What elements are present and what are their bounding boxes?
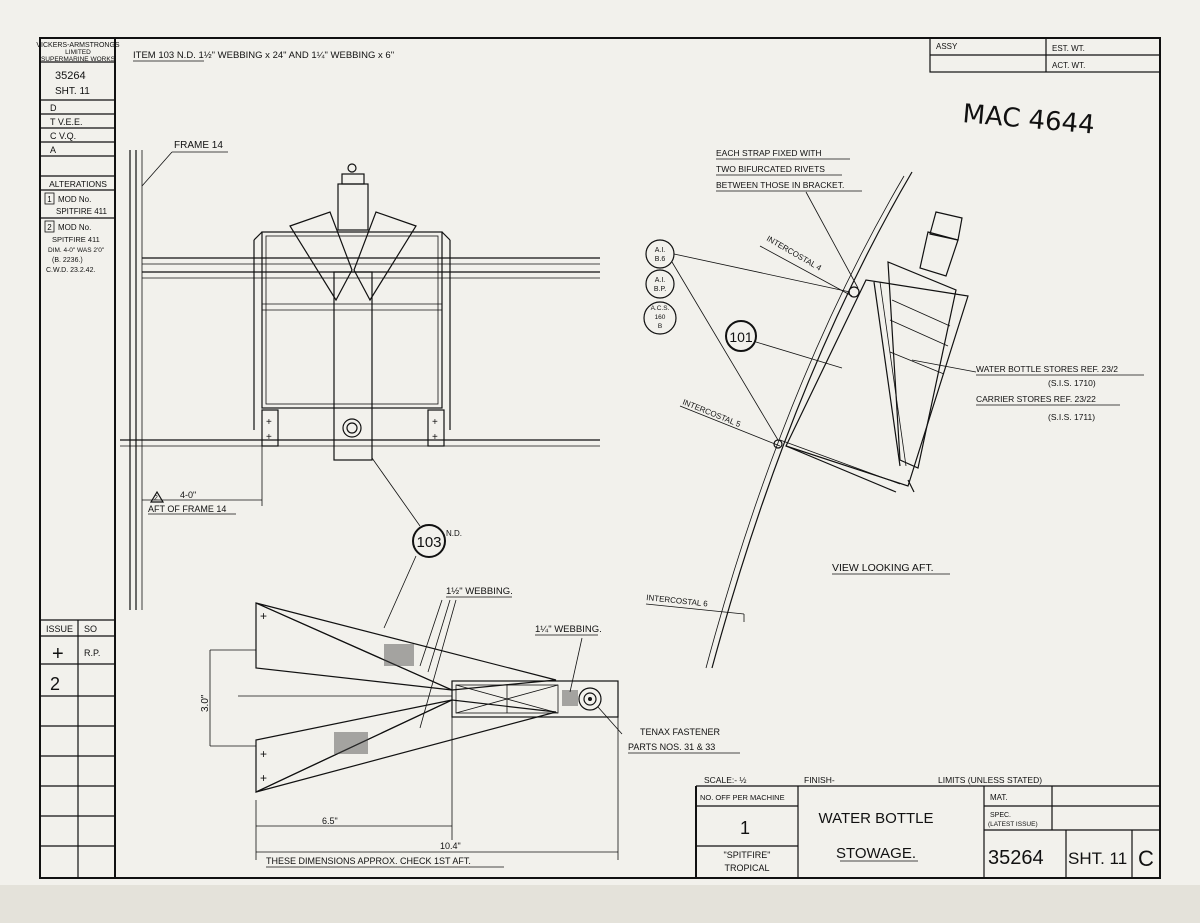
- strap-note-line-3: BETWEEN THOSE IN BRACKET.: [716, 180, 844, 190]
- limits-label: LIMITS (UNLESS STATED): [938, 775, 1042, 785]
- weight-block: ASSY EST. WT. ACT. WT.: [929, 37, 1161, 73]
- ref-acs-line-2: 160: [655, 314, 666, 321]
- svg-text:+: +: [266, 432, 272, 443]
- svg-text:+: +: [260, 747, 267, 761]
- drawing-title-line-2: STOWAGE.: [836, 845, 916, 862]
- tenax-label-2: PARTS NOS. 31 & 33: [628, 742, 715, 752]
- ref-ai-b6-line-2: B.6: [655, 256, 666, 263]
- row-t: T V.E.E.: [50, 117, 83, 127]
- assy-label: ASSY: [936, 42, 958, 51]
- finish-label: FINISH-: [804, 775, 835, 785]
- alteration-1-line-1: MOD No.: [58, 195, 91, 204]
- svg-text:+: +: [260, 771, 267, 785]
- spec-label-1: SPEC.: [990, 812, 1011, 819]
- drawing-title-line-1: WATER BOTTLE: [818, 810, 933, 827]
- ref-ai-bp-line-1: A.I.: [655, 277, 666, 284]
- water-bottle-ref-2: (S.I.S. 1710): [1048, 378, 1096, 388]
- title-block: SCALE:- ½ FINISH- LIMITS (UNLESS STATED)…: [695, 775, 1160, 878]
- view-looking-aft: VIEW LOOKING AFT.: [832, 562, 934, 574]
- title-sheet-no: SHT. 11: [1068, 849, 1127, 868]
- webbing-15-label: 1½" WEBBING.: [446, 586, 513, 597]
- so-row-1: R.P.: [84, 648, 100, 658]
- ref-ai-bp-line-2: B.P.: [654, 286, 666, 293]
- alteration-1-line-2: SPITFIRE 411: [56, 207, 108, 216]
- title-issue-letter: C: [1138, 846, 1154, 871]
- alteration-2-line-5: C.W.D. 23.2.42.: [46, 267, 95, 274]
- alteration-mark-2: 2: [47, 223, 52, 232]
- dim-65: 6.5": [322, 816, 338, 826]
- mat-label: MAT.: [990, 793, 1008, 802]
- row-a: A: [50, 145, 56, 155]
- alteration-2-line-3: DIM. 4-0" WAS 2'0": [48, 247, 105, 254]
- issue-row-1: +: [52, 643, 64, 665]
- svg-text:+: +: [432, 417, 438, 428]
- balloon-103-number: 103: [416, 534, 441, 551]
- aft-of-frame-label: AFT OF FRAME 14: [148, 504, 226, 514]
- webbing-125-label: 1¼" WEBBING.: [535, 624, 602, 635]
- aircraft-line-1: "SPITFIRE": [724, 850, 771, 860]
- row-c: C V.Q.: [50, 131, 76, 141]
- alteration-2-line-2: SPITFIRE 411: [52, 235, 100, 244]
- left-sheet-no: SHT. 11: [55, 86, 90, 97]
- ref-acs-line-1: A.C.S.: [651, 305, 670, 312]
- tenax-label-1: TENAX FASTENER: [640, 727, 721, 737]
- alteration-flag-icon: [149, 490, 165, 503]
- left-drawing-no: 35264: [55, 70, 86, 82]
- aircraft-line-2: TROPICAL: [724, 863, 769, 873]
- firm-line-3: SUPERMARINE WORKS: [41, 56, 116, 63]
- spec-label-2: (LATEST ISSUE): [988, 821, 1038, 828]
- svg-text:+: +: [260, 609, 267, 623]
- no-off-label: NO. OFF PER MACHINE: [700, 793, 785, 802]
- webbing-detail: + + + 1½" WEBBING. 1¼" WEBBING. TENAX FA…: [200, 586, 740, 868]
- alteration-2-line-4: (B. 2236.): [52, 257, 83, 264]
- alteration-2-line-1: MOD No.: [58, 223, 91, 232]
- strap-note-line-2: TWO BIFURCATED RIVETS: [716, 164, 825, 174]
- water-bottle-ref-1: WATER BOTTLE STORES REF. 23/2: [976, 364, 1118, 374]
- paper-bottom-margin: [0, 885, 1200, 923]
- balloon-103-suffix: N.D.: [446, 529, 462, 538]
- row-d: D: [50, 103, 57, 113]
- balloon-101-number: 101: [729, 329, 753, 345]
- dim-104: 10.4": [440, 841, 461, 851]
- firm-line-2: LIMITED: [65, 49, 91, 56]
- alteration-mark-1: 1: [47, 195, 52, 204]
- alteration-flag-number: 2: [154, 495, 158, 502]
- aft-dimension: 4-0": [180, 490, 196, 500]
- scale-label: SCALE:- ½: [704, 775, 747, 785]
- dimensions-note: THESE DIMENSIONS APPROX. CHECK 1ST AFT.: [266, 856, 471, 866]
- svg-text:+: +: [432, 432, 438, 443]
- strap-note-line-1: EACH STRAP FIXED WITH: [716, 148, 822, 158]
- carrier-ref-2: (S.I.S. 1711): [1048, 412, 1095, 422]
- front-view: FRAME 14 + + + +: [120, 140, 600, 610]
- dim-height: 3.0": [200, 694, 211, 712]
- left-title-column: VICKERS-ARMSTRONGS LIMITED SUPERMARINE W…: [36, 38, 120, 878]
- issue-header: ISSUE: [46, 624, 73, 634]
- ref-acs-line-3: B: [658, 323, 662, 330]
- svg-text:+: +: [266, 417, 272, 428]
- so-header: SO: [84, 624, 97, 634]
- item-note: ITEM 103 N.D. 1½" WEBBING x 24" AND 1¼" …: [133, 50, 394, 61]
- est-wt-label: EST. WT.: [1052, 44, 1085, 53]
- alterations-title: ALTERATIONS: [49, 179, 107, 189]
- frame-14-label: FRAME 14: [174, 140, 223, 151]
- carrier-ref-1: CARRIER STORES REF. 23/22: [976, 394, 1096, 404]
- no-off-value: 1: [740, 818, 750, 838]
- firm-line-1: VICKERS-ARMSTRONGS: [36, 42, 120, 49]
- drawing-border: [39, 37, 1161, 879]
- balloon-103: 103 N.D.: [371, 457, 462, 629]
- title-drawing-no: 35264: [988, 847, 1044, 869]
- issue-row-2: 2: [50, 674, 60, 694]
- act-wt-label: ACT. WT.: [1052, 61, 1085, 70]
- ref-ai-b6-line-1: A.I.: [655, 247, 666, 254]
